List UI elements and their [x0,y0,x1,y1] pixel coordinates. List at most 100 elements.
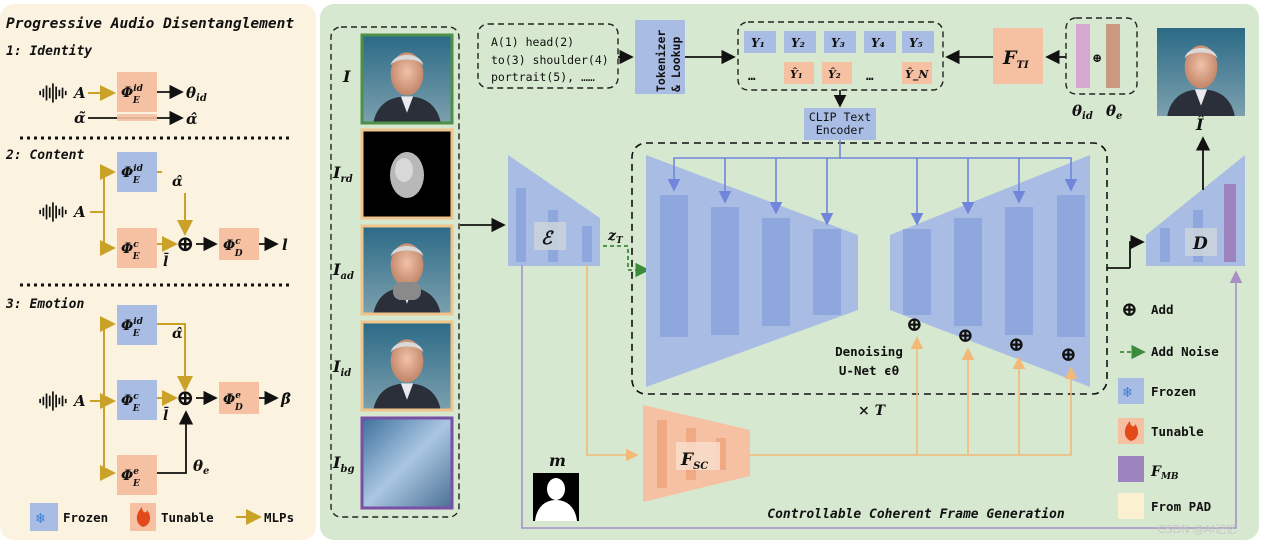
svg-text:Ŷ₂: Ŷ₂ [828,67,841,81]
legend-tunable-label: Tunable [161,510,214,525]
svg-text:…: … [866,68,874,83]
svg-text:Encoder: Encoder [816,123,865,137]
token-y-2-label: Y₂ [791,36,805,50]
watermark: CSDN @AI记忆 [1158,523,1237,536]
token-y-5 [902,31,934,53]
flame-icon [136,507,151,527]
snowflake-icon: ❄ [36,509,45,527]
svg-text:From PAD: From PAD [1151,499,1211,514]
input-label-ibg: Ibg [332,453,354,475]
input-label-iid: Iid [332,357,351,379]
stage-2-label: 2: Content [5,148,84,163]
svg-text:Tokenizer: Tokenizer [654,30,668,92]
svg-text:…: … [748,68,756,83]
legend-mlps-label: MLPs [264,510,294,525]
theta-e-vector [1106,24,1120,88]
vae-decoder: D [1146,155,1245,266]
svg-text:ΦeE: ΦeE [121,467,140,489]
svg-text:Ŷ_N: Ŷ_N [905,67,929,82]
tokens-bottom: … Ŷ₁ Ŷ₂ … Ŷ_N [748,62,932,84]
phi-e-e-block [117,455,157,495]
svg-text:portrait(5), ……: portrait(5), …… [491,70,595,84]
add-op-stage2: ⊕ [176,231,194,257]
svg-text:⊕: ⊕ [1092,51,1102,65]
clip-conditioning-arrows [667,140,1078,226]
svg-text:Add: Add [1151,302,1174,317]
token-y-2 [784,31,816,53]
svg-text:Frozen: Frozen [1151,384,1196,399]
frame-background-image [360,416,454,510]
input-label-ird: Ird [332,163,353,185]
left-panel-title: Progressive Audio Disentanglement [6,16,294,32]
tokenizer-block [635,20,685,94]
svg-text:Ŷ₁: Ŷ₁ [790,67,803,81]
svg-text:& Lookup: & Lookup [669,37,683,92]
text-prompt-box [477,23,619,89]
svg-text:ΦcD: ΦcD [223,237,243,259]
phi-e-c-block [117,228,157,268]
token-y-1 [744,31,776,53]
svg-text:A: A [72,203,86,221]
snowflake-icon: ❄ [1123,383,1132,401]
legend-frozen-swatch [30,503,58,531]
add-noise-arrow [603,245,650,278]
svg-text:CLIP Text: CLIP Text [809,110,871,124]
svg-text:θe: θe [193,457,209,477]
l-output: l [282,236,288,254]
unet-feature-blocks [660,195,1085,337]
token-y-4-label: Y₄ [871,36,885,50]
decoder-symbol: D [1192,234,1208,254]
svg-text:to(3) shoulder(4): to(3) shoulder(4) [491,53,609,67]
svg-text:Tunable: Tunable [1151,424,1204,439]
f-sc-label: FSC [680,450,708,472]
svg-text:α̂: α̂ [172,174,183,190]
add-op-2: ⊕ [957,323,974,347]
svg-text:Denoising: Denoising [835,344,903,359]
phi-e-id-frozen-block [117,152,157,192]
mask-image [533,473,579,521]
svg-text:Add Noise: Add Noise [1151,344,1219,359]
flame-icon [1124,421,1139,441]
vae-encoder: ℰ [508,155,600,266]
token-hat-1 [784,62,814,84]
input-label-i: I [342,67,351,86]
left-panel: Progressive Audio Disentanglement 1: Ide… [0,4,316,540]
token-y-5-label: Y₅ [909,36,923,50]
frame-render-image [360,128,454,220]
unet-decoder-half [890,155,1090,387]
zt-label: zT [607,228,624,246]
alpha-hat-output-1: α̂ [186,110,198,128]
token-y-4 [864,31,896,53]
background-skip-arrow [521,265,1243,529]
spatial-control-arrows [586,265,1078,462]
svg-text:ΦcE: ΦcE [121,240,140,262]
legend-from-pad-swatch [1118,493,1144,519]
input-label-iad: Iad [332,260,354,282]
mask-label: m [549,451,566,470]
unet-encoder-half [646,155,858,387]
legend-frozen-swatch-right [1118,378,1144,404]
phi-e-id-tunable-block [117,72,157,112]
svg-text:ΦcE: ΦcE [121,392,140,414]
legend-f-mb-label: FMB [1150,464,1179,482]
audio-symbol: A [72,84,86,102]
token-hat-n [902,62,932,84]
svg-text:U-Net ϵθ: U-Net ϵθ [839,363,899,378]
output-label: Î [1195,114,1204,134]
stage-3-label: 3: Emotion [5,297,84,312]
beta-hat-output: β̂ [280,390,291,408]
f-ti-label: FTI [1002,47,1029,71]
token-embeddings-group [737,21,944,91]
f-mb-block [1224,184,1236,262]
token-y-1-label: Y₁ [751,36,765,50]
svg-text:l̄: l̄ [163,405,169,424]
clip-text-encoder-block [804,108,876,140]
theta-e-main-label: θe [1106,102,1122,122]
main-caption: Controllable Coherent Frame Generation [767,507,1065,522]
svg-text:l̄: l̄ [163,251,169,270]
f-sc-spatial-control-block: FSC [643,405,750,502]
